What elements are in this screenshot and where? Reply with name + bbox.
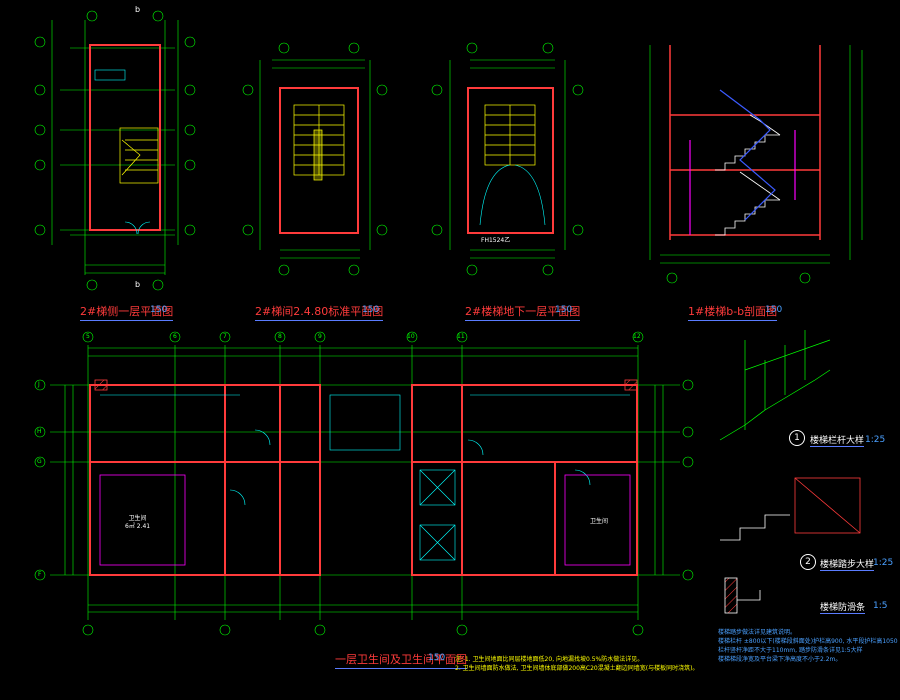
plan3-stair bbox=[484, 104, 536, 166]
plan1-title: 2#梯侧一层平面图 bbox=[80, 303, 174, 321]
axis-label: 7 bbox=[223, 333, 227, 340]
axis-label: G bbox=[37, 458, 42, 465]
detail2-drawing bbox=[720, 477, 861, 541]
axis-label: 6 bbox=[173, 333, 177, 340]
plan2-walls bbox=[279, 87, 359, 234]
axis-label: 5 bbox=[86, 333, 90, 340]
section-mark-b-top: b bbox=[135, 5, 141, 14]
plan2-title: 2#梯间2.4.80标准平面图 bbox=[255, 303, 384, 321]
axis-label: 11 bbox=[457, 333, 465, 340]
plan1-scale: 150 bbox=[150, 305, 168, 315]
main-plan-title: 一层卫生间及卫生间平面图 bbox=[335, 651, 467, 669]
plan2-scale: 150 bbox=[362, 305, 380, 315]
note-line: 注: 1. 卫生间地面比同层楼地面低20, 向地漏找坡0.5%防水做法详见。 bbox=[455, 656, 644, 663]
detail1-drawing bbox=[719, 330, 831, 441]
section-scale: 150 bbox=[765, 305, 783, 315]
plan3-title: 2#楼梯地下一层平面图 bbox=[465, 303, 581, 321]
room-label-left: 卫生间 6㎡ 2.41 bbox=[125, 515, 151, 530]
detail2-number: 2 bbox=[800, 554, 816, 570]
detail2-title: 楼梯踏步大样 bbox=[820, 557, 875, 571]
main-plan-scale: 150 bbox=[428, 653, 446, 663]
main-plan-fixtures bbox=[100, 394, 630, 561]
detail3-drawing bbox=[724, 577, 761, 614]
main-plan-hatch bbox=[94, 379, 638, 391]
section-magenta bbox=[689, 130, 796, 235]
section-walls bbox=[669, 45, 821, 240]
plan3-scale: 150 bbox=[555, 305, 573, 315]
detail2-scale: 1:25 bbox=[873, 558, 894, 568]
axis-label: 12 bbox=[633, 333, 641, 340]
note-line: 2. 卫生间墙面防水做法, 卫生间墙体底部做200高C20混凝土翻边同墙宽(与楼… bbox=[455, 665, 699, 672]
note-line: 楼梯踏步做法详见建筑说明。 bbox=[718, 629, 797, 636]
detail1-title: 楼梯栏杆大样 bbox=[810, 433, 865, 447]
plan3-walls bbox=[467, 87, 554, 234]
detail3-title: 楼梯防滑条 bbox=[820, 600, 866, 614]
door-code-label: FH1524乙 bbox=[481, 237, 511, 244]
plan3-drawing bbox=[431, 42, 584, 276]
note-line: 楼梯梯段净宽及平台梁下净高度不小于2.2m。 bbox=[718, 656, 842, 663]
section-drawing bbox=[649, 45, 863, 284]
axis-label: J bbox=[38, 381, 40, 388]
detail3-scale: 1:5 bbox=[873, 601, 888, 611]
plan3-door bbox=[479, 164, 546, 226]
plan2-drawing bbox=[242, 42, 388, 276]
detail1-number: 1 bbox=[789, 430, 805, 446]
room-label-right: 卫生间 bbox=[590, 518, 609, 525]
main-plan-grid bbox=[34, 331, 694, 636]
axis-label: H bbox=[37, 428, 42, 435]
main-plan-rooms bbox=[99, 474, 631, 566]
axis-label: 10 bbox=[407, 333, 415, 340]
stair-notes: 楼梯踏步做法详见建筑说明。 楼梯栏杆 ±800以下(楼梯段斜面处)护栏高900,… bbox=[718, 628, 898, 664]
section-title: 1#楼梯b-b剖面图 bbox=[688, 303, 778, 321]
general-notes: 注: 1. 卫生间地面比同层楼地面低20, 向地漏找坡0.5%防水做法详见。 2… bbox=[455, 655, 698, 673]
plan1-stair bbox=[119, 127, 159, 184]
section-handrail bbox=[719, 89, 776, 221]
section-mark-b-bottom: b bbox=[135, 280, 141, 289]
note-line: 栏杆竖杆净距不大于110mm, 踏步防滑条详见1:5大样 bbox=[718, 647, 863, 654]
plan1-walls bbox=[89, 44, 161, 231]
note-line: 楼梯栏杆 ±800以下(楼梯段斜面处)护栏高900, 水平段护栏高1050 bbox=[718, 638, 898, 645]
plan1-fixtures bbox=[94, 69, 151, 235]
main-plan-walls bbox=[89, 384, 638, 576]
detail1-scale: 1:25 bbox=[865, 435, 886, 445]
axis-label: 8 bbox=[278, 333, 282, 340]
axis-label: F bbox=[38, 571, 42, 578]
plan1-drawing bbox=[34, 10, 196, 291]
plan2-stair bbox=[293, 104, 345, 181]
axis-label: 9 bbox=[318, 333, 322, 340]
